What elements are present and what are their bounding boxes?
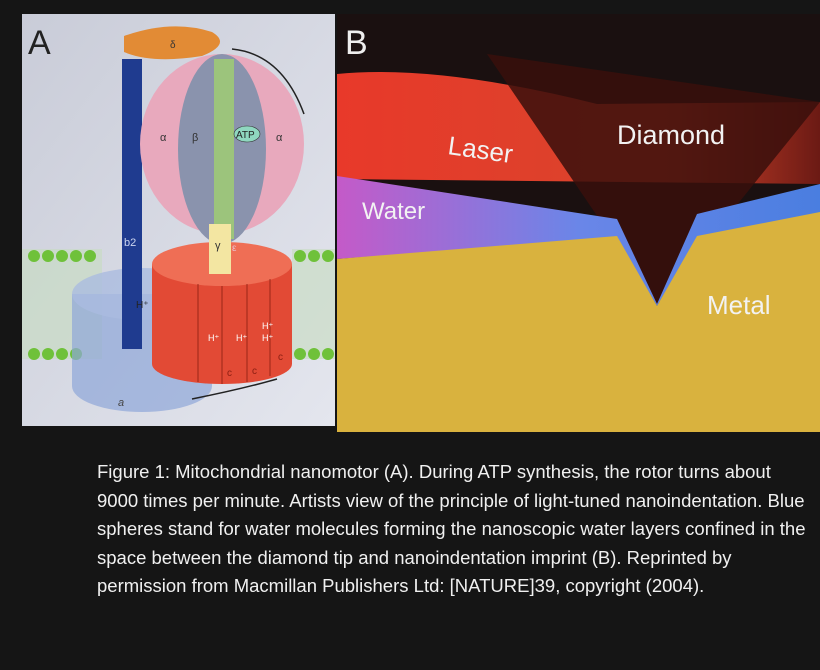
label-c: c — [252, 366, 257, 377]
diamond-tip — [487, 54, 820, 304]
panel-b-letter: B — [345, 24, 368, 62]
label-diamond: Diamond — [617, 120, 725, 150]
label-b2: b2 — [124, 237, 136, 249]
label-alpha-right: α — [276, 132, 283, 144]
label-h-plus: H⁺ — [262, 321, 273, 331]
atp-release-arrow — [231, 48, 305, 115]
figure-caption: Figure 1: Mitochondrial nanomotor (A). D… — [97, 461, 806, 597]
gamma-subunit — [209, 224, 231, 274]
label-c: c — [227, 368, 232, 379]
label-gamma: γ — [215, 240, 221, 252]
label-a: a — [118, 397, 124, 409]
delta-subunit — [124, 26, 220, 60]
label-c: c — [278, 352, 283, 363]
atp-synthase-diagram: A δ α β ATP α b2 γ ε a H⁺ H⁺ H⁺ H⁺ H⁺ c … — [22, 14, 335, 426]
label-beta: β — [192, 132, 198, 144]
label-delta: δ — [170, 40, 176, 51]
label-water: Water — [362, 198, 425, 225]
label-metal: Metal — [707, 290, 771, 320]
label-h-plus: H⁺ — [208, 333, 219, 343]
label-h-plus: H⁺ — [236, 333, 247, 343]
panel-a-letter: A — [28, 24, 51, 62]
label-atp: ATP — [236, 130, 255, 141]
lipid-membrane-right — [292, 249, 335, 360]
rotation-arrow — [191, 378, 278, 400]
nanoindentation-illustration: B Diamond Laser Water Metal — [337, 14, 820, 432]
f1-head — [140, 54, 304, 244]
label-h-plus: H⁺ — [136, 300, 149, 311]
label-epsilon: ε — [232, 243, 237, 254]
label-h-plus: H⁺ — [262, 333, 273, 343]
b2-stalk — [122, 59, 142, 349]
label-alpha-left: α — [160, 132, 167, 144]
atp-molecule — [233, 125, 261, 143]
metal-substrate — [337, 212, 820, 432]
c-ring — [152, 242, 292, 384]
